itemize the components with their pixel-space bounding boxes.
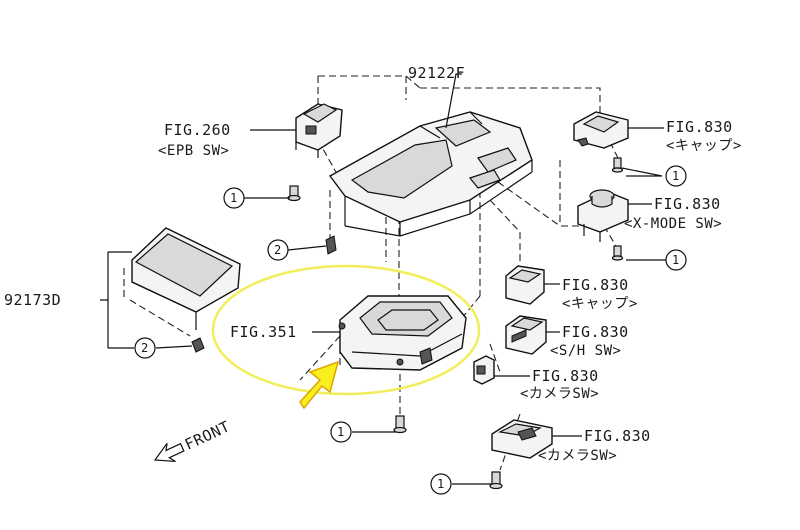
cap-part-middle (505, 265, 545, 305)
callout-1-camera-text: 1 (437, 477, 444, 491)
camera-small-fig-label: FIG.830 (532, 367, 599, 385)
callout-2-lower-text: 2 (141, 341, 148, 355)
screw-xmode (611, 245, 624, 261)
camera-lower-sub-label: <カメラSW> (538, 448, 617, 464)
callout-2-lower (134, 337, 156, 359)
callouts: 1 1 1 2 2 1 1 (134, 165, 687, 495)
sh-switch-part (505, 315, 547, 355)
sh-sub-label: <S/H SW> (550, 343, 621, 359)
xmode-fig-label: FIG.830 (654, 195, 721, 213)
camera-switch-part-small (473, 355, 495, 385)
labels: 92122F 92173D FIG.260 <EPB SW> FIG.830 <… (4, 64, 742, 464)
front-label: FRONT (182, 417, 233, 453)
callout-1-xmode-text: 1 (672, 253, 679, 267)
camera-switch-part-lower (491, 419, 553, 459)
epb-switch-part (295, 103, 343, 158)
screw-cap-top (611, 157, 624, 173)
camera-small-sub-label: <カメラSW> (520, 386, 599, 402)
console-upper-cover (328, 111, 533, 237)
cap-top-sub-label: <キャップ> (666, 138, 742, 154)
side-lid-part (131, 227, 241, 353)
cap-top-fig-label: FIG.830 (666, 118, 733, 136)
epb-sub-label: <EPB SW> (158, 143, 229, 159)
sh-fig-label: FIG.830 (562, 323, 629, 341)
callout-1-cap (665, 165, 687, 187)
cap-part-top (573, 111, 629, 149)
xmode-sub-label: <X-MODE SW> (624, 216, 722, 232)
callout-1-epb-text: 1 (230, 191, 237, 205)
callout-1-cap-text: 1 (672, 169, 679, 183)
center-console-part (338, 295, 467, 371)
screw-camera (489, 471, 503, 490)
highlight-ellipse (211, 264, 481, 396)
xmode-switch-part (577, 189, 629, 242)
callout-1-xmode (665, 249, 687, 271)
callout-1-center-text: 1 (337, 425, 344, 439)
center-fig-label: FIG.351 (230, 323, 297, 341)
screw-epb (287, 185, 301, 202)
callout-1-epb (223, 187, 245, 209)
camera-lower-fig-label: FIG.830 (584, 427, 651, 445)
screw-center (393, 415, 407, 434)
cap-mid-sub-label: <キャップ> (562, 296, 638, 312)
callout-2-upper-text: 2 (274, 243, 281, 257)
epb-fig-label: FIG.260 (164, 121, 231, 139)
part-number-92173D: 92173D (4, 291, 61, 309)
callout-1-center (330, 421, 352, 443)
fasteners (287, 157, 624, 490)
highlight-arrow (299, 360, 340, 410)
front-direction-indicator: FRONT (153, 417, 233, 463)
leader-lines (100, 73, 666, 485)
callout-2-upper (267, 239, 289, 261)
callout-1-camera (430, 473, 452, 495)
cap-mid-fig-label: FIG.830 (562, 276, 629, 294)
part-number-92122F: 92122F (408, 64, 465, 82)
clip-upper (325, 235, 337, 255)
